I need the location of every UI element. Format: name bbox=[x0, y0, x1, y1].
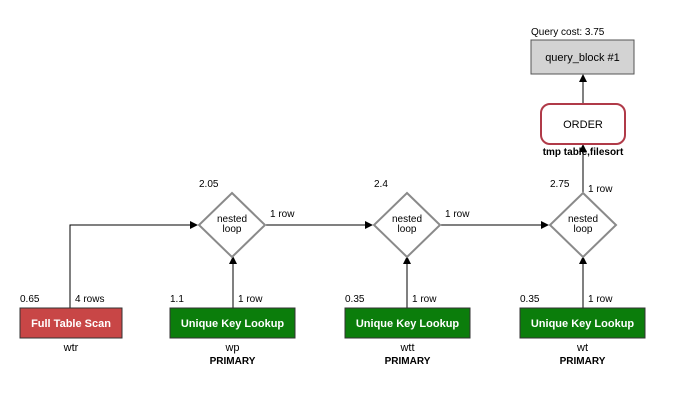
query-block-box[interactable] bbox=[530, 39, 635, 75]
nested-loop-2-line2: loop bbox=[398, 224, 417, 235]
query-block-label: query_block #1 bbox=[545, 52, 620, 64]
order-rows: 1 row bbox=[588, 184, 613, 195]
nested-loop-1[interactable]: nested loop bbox=[197, 191, 267, 259]
table-wtr-name: wtr bbox=[63, 342, 79, 354]
full-table-scan-label: Full Table Scan bbox=[31, 318, 111, 330]
nested-loop-2-cost: 2.4 bbox=[374, 179, 388, 190]
nested-loop-2-line1: nested bbox=[392, 214, 422, 225]
nested-loop-1-cost: 2.05 bbox=[199, 179, 219, 190]
table-wtt-key: PRIMARY bbox=[385, 356, 431, 367]
nested-loop-3-cost: 2.75 bbox=[550, 179, 570, 190]
unique-key-lookup-wp-box[interactable] bbox=[169, 307, 296, 339]
table-wt-rows: 1 row bbox=[588, 294, 613, 305]
unique-key-lookup-wp-label: Unique Key Lookup bbox=[181, 318, 285, 330]
edges bbox=[69, 74, 587, 308]
query-cost-label: Query cost: 3.75 bbox=[531, 27, 605, 38]
unique-key-lookup-wt-box[interactable] bbox=[519, 307, 646, 339]
table-wtt-name: wtt bbox=[399, 342, 414, 354]
edge-wtr-to-loop1 bbox=[69, 221, 198, 308]
order-node[interactable] bbox=[540, 103, 626, 145]
table-wp-key: PRIMARY bbox=[210, 356, 256, 367]
unique-key-lookup-wtt-label: Unique Key Lookup bbox=[356, 318, 460, 330]
nested-loop-3-line2: loop bbox=[574, 224, 593, 235]
table-wt-key: PRIMARY bbox=[560, 356, 606, 367]
table-wt-name: wt bbox=[576, 342, 588, 354]
nested-loop-1-line2: loop bbox=[223, 224, 242, 235]
nested-loop-3[interactable]: nested loop bbox=[548, 191, 618, 259]
unique-key-lookup-wt-label: Unique Key Lookup bbox=[531, 318, 635, 330]
table-wp-name: wp bbox=[224, 342, 239, 354]
table-wtt-cost: 0.35 bbox=[345, 294, 365, 305]
table-wtt-rows: 1 row bbox=[412, 294, 437, 305]
order-note: tmp table,filesort bbox=[543, 147, 624, 158]
nested-loop-3-line1: nested bbox=[568, 214, 598, 225]
nested-loop-2-rows: 1 row bbox=[445, 209, 470, 220]
table-wtr-rows: 4 rows bbox=[75, 294, 104, 305]
table-wp-rows: 1 row bbox=[238, 294, 263, 305]
full-table-scan-box[interactable] bbox=[19, 307, 123, 339]
table-wp-cost: 1.1 bbox=[170, 294, 184, 305]
table-wt-cost: 0.35 bbox=[520, 294, 540, 305]
unique-key-lookup-wtt-box[interactable] bbox=[344, 307, 471, 339]
table-wtr-cost: 0.65 bbox=[20, 294, 40, 305]
nested-loop-1-rows: 1 row bbox=[270, 209, 295, 220]
nested-loop-1-line1: nested bbox=[217, 214, 247, 225]
nested-loop-2[interactable]: nested loop bbox=[372, 191, 442, 259]
order-label: ORDER bbox=[563, 119, 603, 131]
